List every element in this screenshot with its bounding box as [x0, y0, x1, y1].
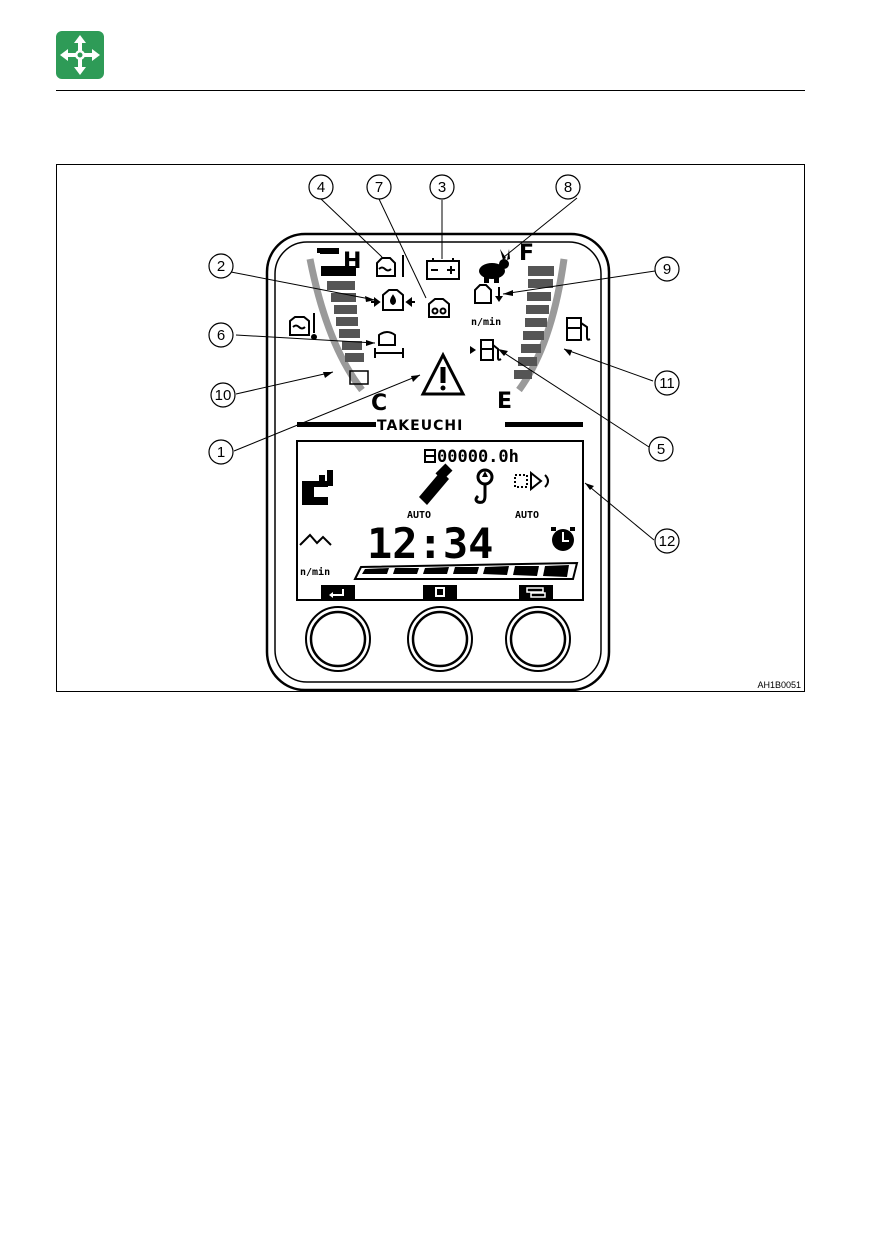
engine-oil-pressure-icon — [371, 290, 415, 310]
battery-charge-icon — [427, 258, 459, 279]
auto-label-2: AUTO — [515, 510, 539, 521]
svg-text:1: 1 — [217, 444, 225, 461]
instrument-panel-figure: H C F E — [56, 164, 805, 692]
callout-3: 3 — [430, 175, 454, 199]
lifting-hook-icon — [476, 470, 492, 502]
engine-rpm-unit-label: n/min — [471, 316, 501, 328]
gauge-cold-label: C — [371, 391, 387, 416]
clock-display: 12:34 — [367, 519, 493, 568]
panel-button-center[interactable] — [408, 607, 472, 671]
callout-12: 12 — [655, 529, 679, 553]
gauge-empty-label: E — [497, 389, 512, 414]
breaker-auto-icon — [419, 464, 452, 505]
callout-1: 1 — [209, 440, 233, 464]
callout-8: 8 — [556, 175, 580, 199]
panel-button-left[interactable] — [306, 607, 370, 671]
panel-button-right[interactable] — [506, 607, 570, 671]
hydraulic-filter-icon — [375, 332, 403, 358]
gauge-full-label: F — [519, 241, 534, 266]
svg-text:11: 11 — [659, 375, 675, 392]
master-warning-icon — [423, 355, 463, 394]
soft-key-center-label — [423, 585, 457, 599]
svg-text:4: 4 — [317, 179, 325, 196]
engine-temperature-icon — [377, 255, 403, 277]
engine-rpm-low-icon — [475, 285, 503, 303]
svg-text:5: 5 — [657, 441, 665, 458]
header-divider — [56, 90, 805, 91]
callout-11: 11 — [655, 371, 679, 395]
high-speed-rabbit-icon — [479, 249, 510, 283]
callout-9: 9 — [655, 257, 679, 281]
navigation-arrows-icon — [56, 31, 104, 79]
low-fuel-warning-icon — [470, 340, 501, 360]
brand-strip-right — [505, 422, 583, 427]
attachment-mode-icon — [302, 470, 333, 505]
callout-6: 6 — [209, 323, 233, 347]
gauge-hot-label: H — [343, 249, 361, 274]
figure-code: AH1B0051 — [757, 680, 801, 690]
work-mode-icon — [300, 535, 331, 545]
svg-text:3: 3 — [438, 179, 446, 196]
rpm-unit-label: n/min — [300, 566, 330, 578]
alarm-clock-icon — [551, 527, 575, 551]
soft-key-menu-label — [519, 585, 553, 599]
callout-5: 5 — [649, 437, 673, 461]
callout-7: 7 — [367, 175, 391, 199]
brand-strip-left — [297, 422, 376, 427]
fuel-pump-icon — [567, 318, 590, 340]
svg-text:7: 7 — [375, 179, 383, 196]
callout-10: 10 — [211, 383, 235, 407]
svg-text:9: 9 — [663, 261, 671, 278]
preheat-glow-icon — [429, 299, 449, 317]
auto-idle-icon — [515, 473, 548, 489]
callout-4: 4 — [309, 175, 333, 199]
svg-text:8: 8 — [564, 179, 572, 196]
hour-meter-icon — [425, 450, 435, 462]
coolant-temp-icon — [290, 313, 316, 339]
callout-2: 2 — [209, 254, 233, 278]
hour-meter-value: 00000.0h — [437, 447, 519, 467]
fuel-level-gauge — [514, 259, 564, 390]
svg-text:2: 2 — [217, 258, 225, 275]
brand-label: TAKEUCHI — [377, 418, 463, 434]
svg-text:12: 12 — [659, 533, 676, 550]
svg-text:10: 10 — [215, 387, 232, 404]
svg-text:6: 6 — [217, 327, 225, 344]
soft-key-enter-label — [321, 585, 355, 599]
